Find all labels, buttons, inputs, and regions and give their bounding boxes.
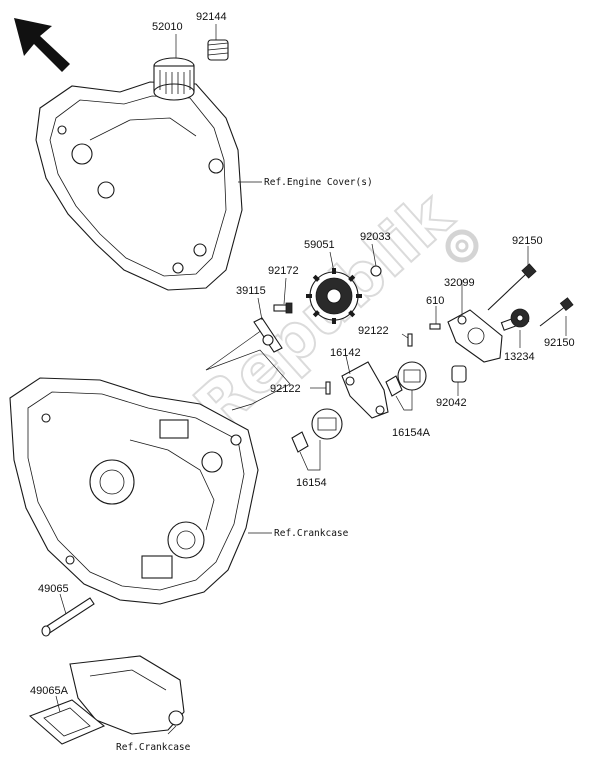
oil-pipe	[41, 597, 95, 637]
circlip	[370, 265, 382, 277]
pump-shaft-gear	[500, 308, 530, 331]
label-59051: 59051	[304, 239, 335, 251]
bolt-92150-upper	[487, 263, 537, 311]
bolt-92172	[273, 302, 293, 314]
label-16142: 16142	[330, 347, 361, 359]
label-610: 610	[426, 295, 444, 307]
pin-610	[429, 323, 441, 330]
crankcase-drawing	[9, 377, 259, 605]
dowel-pin-upper	[407, 333, 413, 347]
label-13234: 13234	[504, 351, 535, 363]
label-92033: 92033	[360, 231, 391, 243]
leader-lines	[55, 24, 567, 735]
label-49065A: 49065A	[30, 685, 69, 697]
part-labels: 52010 92144 59051 92033 92172 39115 9215…	[30, 11, 575, 697]
dowel-pin-lower	[325, 381, 331, 395]
label-92042: 92042	[436, 397, 467, 409]
label-32099: 32099	[444, 277, 475, 289]
rotor-outer-16154A	[397, 361, 427, 391]
assembly-leader-box	[205, 329, 291, 411]
engine-cover-drawing	[35, 81, 243, 291]
spring	[207, 39, 229, 61]
ref-engine-cover: Ref.Engine Cover(s)	[264, 177, 373, 188]
label-49065: 49065	[38, 583, 69, 595]
label-92122-lower: 92122	[270, 383, 301, 395]
pump-cover-plate	[341, 361, 389, 419]
rotor-outer-16154	[311, 408, 343, 440]
watermark-gear-icon	[445, 229, 479, 263]
label-92150-right: 92150	[544, 337, 575, 349]
label-39115: 39115	[236, 285, 266, 297]
ref-crankcase-main: Ref.Crankcase	[274, 528, 349, 539]
oil-filter	[153, 57, 195, 101]
label-92150-upper: 92150	[512, 235, 543, 247]
plate-39115	[253, 317, 283, 353]
label-52010: 52010	[152, 21, 183, 33]
collar-92042	[451, 365, 467, 383]
label-16154: 16154	[296, 477, 327, 489]
bolt-92150-right	[539, 297, 574, 327]
rotor-inner-16154A	[385, 375, 403, 397]
reference-labels: Ref.Engine Cover(s) Ref.Crankcase Ref.Cr…	[116, 177, 373, 753]
inset-crankcase-drawing	[69, 655, 185, 735]
rotor-inner-16154	[291, 431, 309, 453]
label-92172: 92172	[268, 265, 299, 277]
arrow-up-left-icon	[14, 18, 70, 72]
oil-pump-gear	[306, 268, 362, 324]
ref-crankcase-inset: Ref.Crankcase	[116, 742, 191, 753]
pump-body	[447, 309, 503, 363]
label-92144: 92144	[196, 11, 227, 23]
label-16154A: 16154A	[392, 427, 431, 439]
label-92122-upper: 92122	[358, 325, 389, 337]
